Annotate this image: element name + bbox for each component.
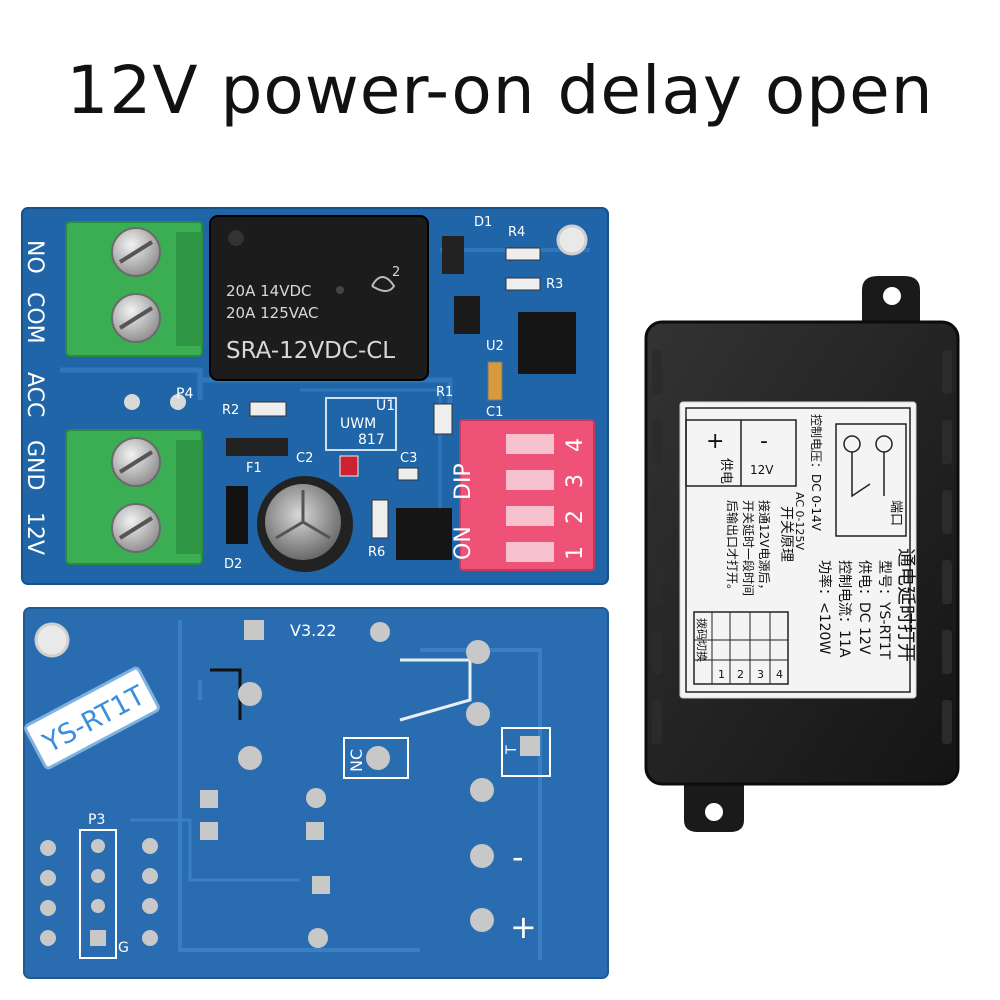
svg-text:1: 1	[718, 668, 725, 681]
label-voltage: 控制电压：DC 0-14V	[809, 414, 823, 532]
label-no: NO	[22, 240, 47, 274]
label-supply-short: 供电	[718, 458, 733, 484]
label-ac-range: AC 0-125V	[793, 492, 806, 550]
label-model: 型号：YS-RT1T	[876, 560, 892, 660]
svg-text:2: 2	[737, 668, 744, 681]
label-current: 控制电流：11A	[836, 560, 852, 658]
svg-text:4: 4	[563, 438, 588, 452]
label-terminal-title: 端口	[888, 500, 903, 526]
svg-text:3: 3	[563, 474, 588, 488]
svg-text:F1: F1	[246, 461, 262, 476]
label-minus: -	[512, 838, 524, 876]
module-label-text: 通电延时打开 型号：YS-RT1T 供电：DC 12V 控制电流：11A 功率：…	[685, 414, 917, 685]
svg-text:C1: C1	[486, 405, 503, 420]
dip-on-label: ON	[451, 526, 476, 560]
label-plus: +	[706, 429, 724, 454]
svg-text:1: 1	[563, 546, 588, 560]
label-acc: ACC	[22, 372, 47, 417]
svg-text:C3: C3	[400, 451, 417, 466]
relay-line-2: 20A 125VAC	[226, 304, 319, 322]
label-p4: P4	[176, 386, 193, 402]
mount-hole	[556, 224, 588, 256]
svg-text:4: 4	[776, 668, 783, 681]
dip-label: DIP	[451, 463, 476, 500]
terminal-block-bottom	[65, 429, 203, 565]
svg-text:C2: C2	[296, 451, 313, 466]
label-com: COM	[22, 292, 47, 344]
svg-text:U1: U1	[376, 398, 395, 414]
version-label: V3.22	[290, 621, 337, 640]
label-p3: P3	[88, 812, 105, 828]
label-switch-table: 拨码切换	[695, 618, 709, 662]
svg-text:R4: R4	[508, 225, 525, 240]
capacitor	[257, 476, 353, 572]
label-principle-2: 开关延时一段时间	[741, 500, 756, 596]
svg-text:817: 817	[358, 432, 385, 448]
label-title: 通电延时打开	[895, 548, 917, 662]
relay: 20A 14VDC 20A 125VAC SRA-12VDC-CL 2	[209, 215, 429, 381]
label-minus: -	[760, 429, 768, 454]
svg-text:2: 2	[563, 510, 588, 524]
headline: 12V power-on delay open	[66, 52, 934, 129]
label-g: G	[118, 940, 129, 956]
label-supply: 供电：DC 12V	[856, 560, 872, 655]
svg-text:U2: U2	[486, 339, 504, 354]
back-pcb: V3.22 P3 G NC	[23, 607, 609, 979]
relay-mark: 2	[392, 265, 400, 280]
label-principle-title: 开关原理	[778, 506, 794, 562]
label-gnd: GND	[22, 440, 47, 490]
svg-text:D2: D2	[224, 557, 242, 572]
svg-text:R3: R3	[546, 277, 563, 292]
svg-text:UWM: UWM	[340, 416, 376, 432]
label-nc: NC	[347, 749, 366, 772]
label-power: 功率：<120W	[816, 560, 833, 654]
front-pcb: NO COM ACC GND 12V P4	[21, 207, 609, 585]
label-principle-3: 后输出口才打开。	[725, 500, 740, 596]
smd-components: D1 R4 R3 U2 C1 R1 R2 U1 UWM 817 F1 C2 C3	[222, 215, 576, 572]
side-labels: NO COM ACC GND 12V	[22, 240, 47, 555]
relay-model: SRA-12VDC-CL	[226, 338, 395, 364]
dip-switch: DIP ON 1 2 3 4	[451, 419, 595, 571]
terminal-block-top	[65, 221, 203, 357]
svg-text:R1: R1	[436, 385, 453, 400]
label-voltage-tag: 12V	[750, 463, 774, 477]
relay-line-1: 20A 14VDC	[226, 282, 312, 300]
svg-text:R6: R6	[368, 545, 385, 560]
label-plus: +	[510, 908, 537, 946]
label-t: T	[504, 745, 520, 755]
svg-text:R2: R2	[222, 403, 239, 418]
svg-text:D1: D1	[474, 215, 492, 230]
label-12v: 12V	[22, 512, 47, 555]
svg-text:3: 3	[757, 668, 764, 681]
label-principle-1: 接通12V电源后，	[757, 500, 772, 595]
